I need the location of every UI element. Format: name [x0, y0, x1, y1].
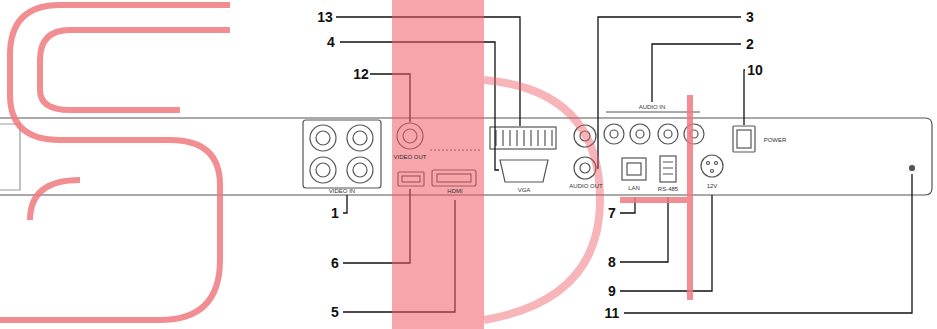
port-label: HDMI [447, 188, 462, 194]
callout-number: 12 [353, 67, 369, 81]
port-label: VIDEO IN [329, 188, 355, 194]
callout-number: 13 [317, 10, 333, 24]
callout-number: 3 [746, 10, 754, 24]
callout-number: 8 [608, 255, 616, 269]
callout-number: 11 [605, 306, 620, 320]
callout-number: 9 [608, 284, 616, 298]
port-label: POWER [764, 137, 787, 143]
callout-number: 1 [331, 206, 339, 220]
port-label: AUDIO OUT [569, 183, 602, 189]
port-label: VIDEO OUT [393, 154, 426, 160]
port-label: AUDIO IN [639, 104, 666, 110]
callout-number: 6 [331, 256, 339, 270]
callout-number: 5 [331, 305, 339, 319]
port-label: RS-485 [658, 186, 678, 192]
port-label: LAN [628, 185, 640, 191]
callout-number: 7 [608, 206, 616, 220]
port-label: 12V [707, 183, 718, 189]
callout-number: 4 [327, 35, 335, 49]
callout-number: 2 [746, 37, 754, 51]
port-label: VGA [518, 187, 531, 193]
callout-number: 10 [747, 63, 763, 77]
